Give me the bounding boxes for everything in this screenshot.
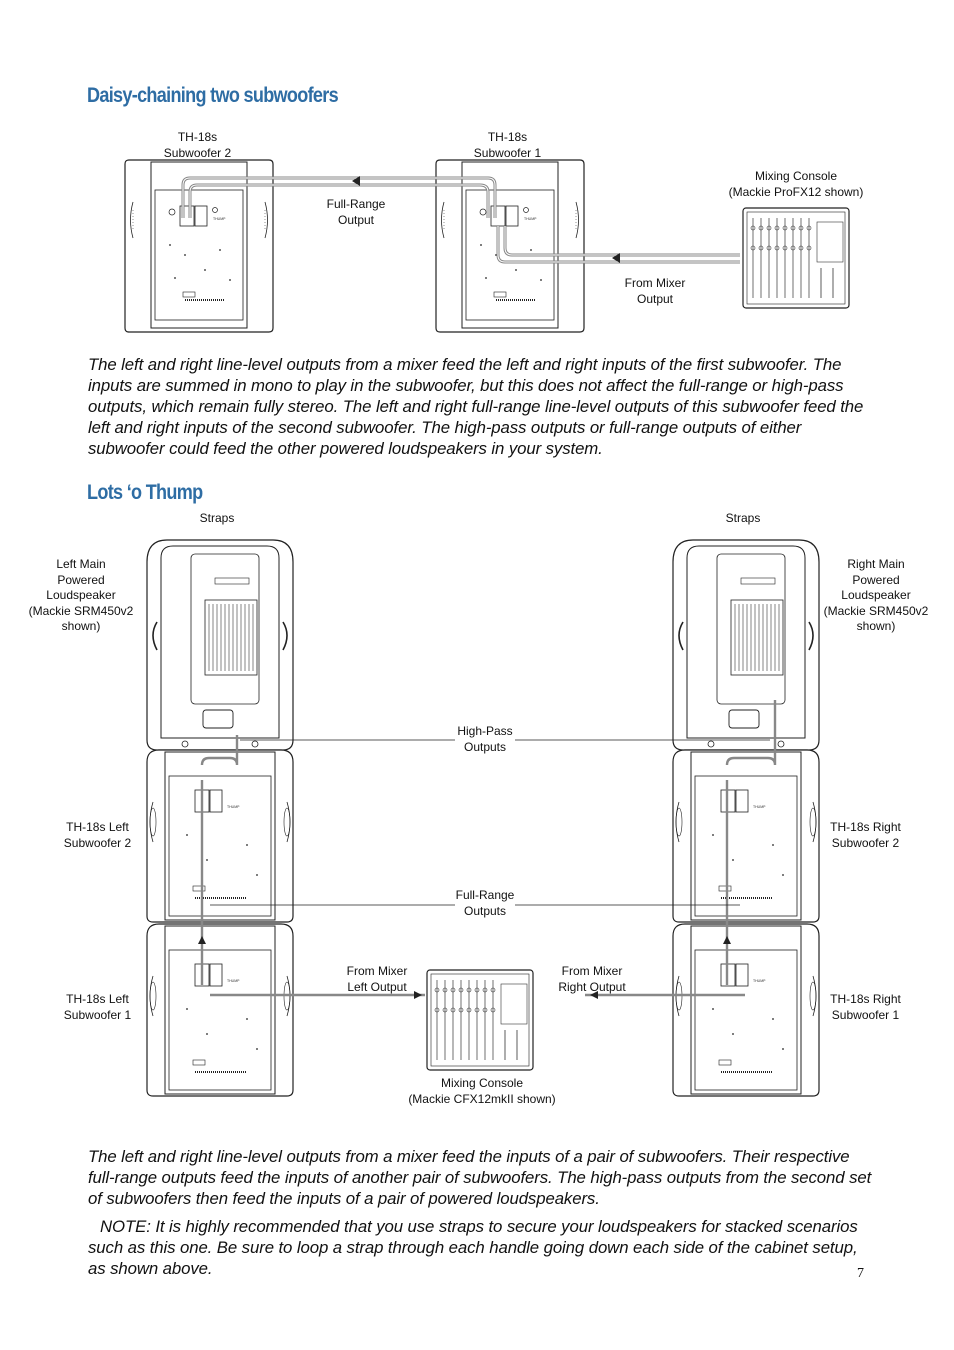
section-heading: Lots ‘o Thump — [87, 481, 203, 504]
right-main-label: Right Main Powered Loudspeaker (Mackie S… — [823, 557, 929, 633]
from-mixer-output-label: From Mixer Output — [624, 276, 686, 306]
right-subwoofer-1-label: TH-18s Right Subwoofer 1 — [830, 992, 901, 1022]
high-pass-outputs-label: High-Pass Outputs — [457, 724, 513, 754]
full-range-outputs-label: Full-Range Outputs — [455, 888, 515, 918]
from-mixer-left-label: From Mixer Left Output — [346, 964, 408, 994]
mixing-console-label: Mixing Console (Mackie ProFX12 shown) — [728, 169, 864, 199]
subwoofer-1-label: TH-18s Subwoofer 1 — [473, 130, 542, 160]
section-heading: Daisy-chaining two subwoofers — [87, 84, 339, 107]
from-mixer-right-label: From Mixer Right Output — [558, 964, 626, 994]
section1-paragraph: The left and right line-level outputs fr… — [88, 355, 864, 458]
mixing-console-2-label: Mixing Console (Mackie CFX12mkII shown) — [408, 1076, 556, 1106]
page-number: 7 — [857, 1266, 864, 1281]
left-main-label: Left Main Powered Loudspeaker (Mackie SR… — [28, 557, 134, 633]
section2-paragraph-1: The left and right line-level outputs fr… — [88, 1147, 872, 1208]
straps-right-label: Straps — [725, 511, 761, 525]
left-subwoofer-1-label: TH-18s Left Subwoofer 1 — [63, 992, 132, 1022]
full-range-output-label: Full-Range Output — [326, 197, 386, 227]
subwoofer-2-label: TH-18s Subwoofer 2 — [163, 130, 232, 160]
section2-paragraph-2: NOTE: It is highly recommended that you … — [88, 1217, 858, 1278]
straps-left-label: Straps — [199, 511, 235, 525]
left-subwoofer-2-label: TH-18s Left Subwoofer 2 — [63, 820, 132, 850]
right-subwoofer-2-label: TH-18s Right Subwoofer 2 — [830, 820, 901, 850]
